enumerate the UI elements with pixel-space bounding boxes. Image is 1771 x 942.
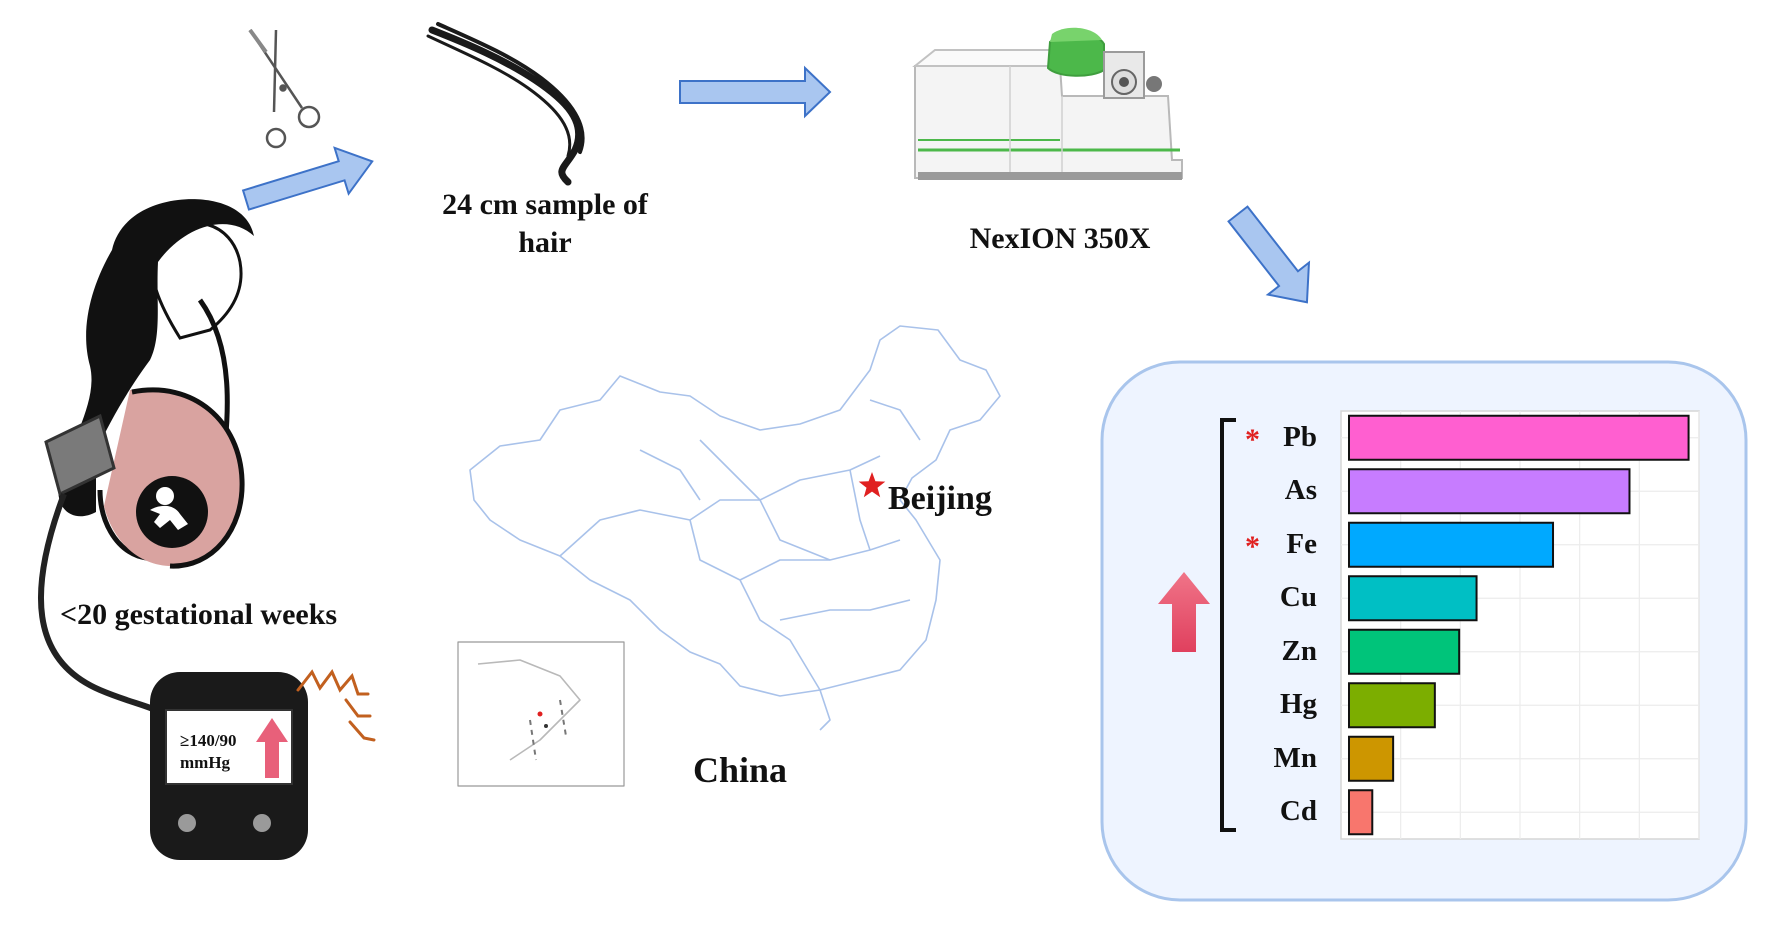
chart-bar-pb — [1348, 414, 1690, 461]
chart-bar-cd — [1348, 789, 1374, 836]
city-label: Beijing — [888, 480, 992, 517]
bp-unit: mmHg — [180, 753, 231, 773]
chart-category-label-pb: Pb — [1283, 420, 1317, 453]
country-label: China — [692, 750, 788, 790]
instrument-label: NexION 350X — [969, 222, 1151, 255]
flow-arrow-woman-to-hair — [241, 146, 374, 211]
chart-category-label-hg: Hg — [1279, 688, 1317, 721]
chart-bar-hg — [1348, 682, 1436, 729]
chart-gridlines — [1341, 411, 1700, 839]
pregnant-woman-icon — [38, 199, 255, 717]
flow-arrow-instrument-to-results — [1227, 205, 1311, 304]
bp-readout: ≥140/90 mmHg — [180, 730, 270, 774]
chart-bar-zn — [1348, 628, 1461, 675]
chart-bar-cu — [1348, 575, 1478, 622]
hair-strand-icon — [426, 22, 585, 186]
significance-marker-pb: * — [1245, 422, 1260, 456]
gestation-label: <20 gestational weeks — [60, 598, 338, 631]
flow-arrow-hair-to-instrument — [679, 65, 832, 119]
chart-category-label-zn: Zn — [1281, 634, 1317, 667]
chart-category-label-as: As — [1284, 474, 1317, 507]
bp-value: ≥140/90 — [180, 731, 237, 750]
element-bracket — [1220, 418, 1236, 832]
blood-pressure-monitor-icon — [150, 669, 376, 860]
china-map-icon — [457, 325, 1001, 787]
increase-arrow-icon — [1158, 572, 1210, 652]
scissors-icon — [248, 28, 321, 149]
chart-bars — [1348, 414, 1690, 836]
hair-sample-label: 24 cm sample of hair — [442, 188, 648, 259]
chart-category-label-fe: Fe — [1286, 527, 1317, 560]
up-arrow-icon — [256, 718, 288, 778]
chart-category-label-mn: Mn — [1273, 741, 1318, 774]
chart-category-label-cd: Cd — [1279, 795, 1317, 828]
star-icon — [858, 472, 886, 498]
chart-bar-fe — [1348, 521, 1555, 568]
mass-spectrometer-icon — [912, 27, 1183, 180]
significance-marker-fe: * — [1245, 529, 1260, 563]
chart-bar-as — [1348, 468, 1631, 515]
chart-bar-mn — [1348, 735, 1395, 782]
chart-category-label-cu: Cu — [1279, 581, 1317, 614]
